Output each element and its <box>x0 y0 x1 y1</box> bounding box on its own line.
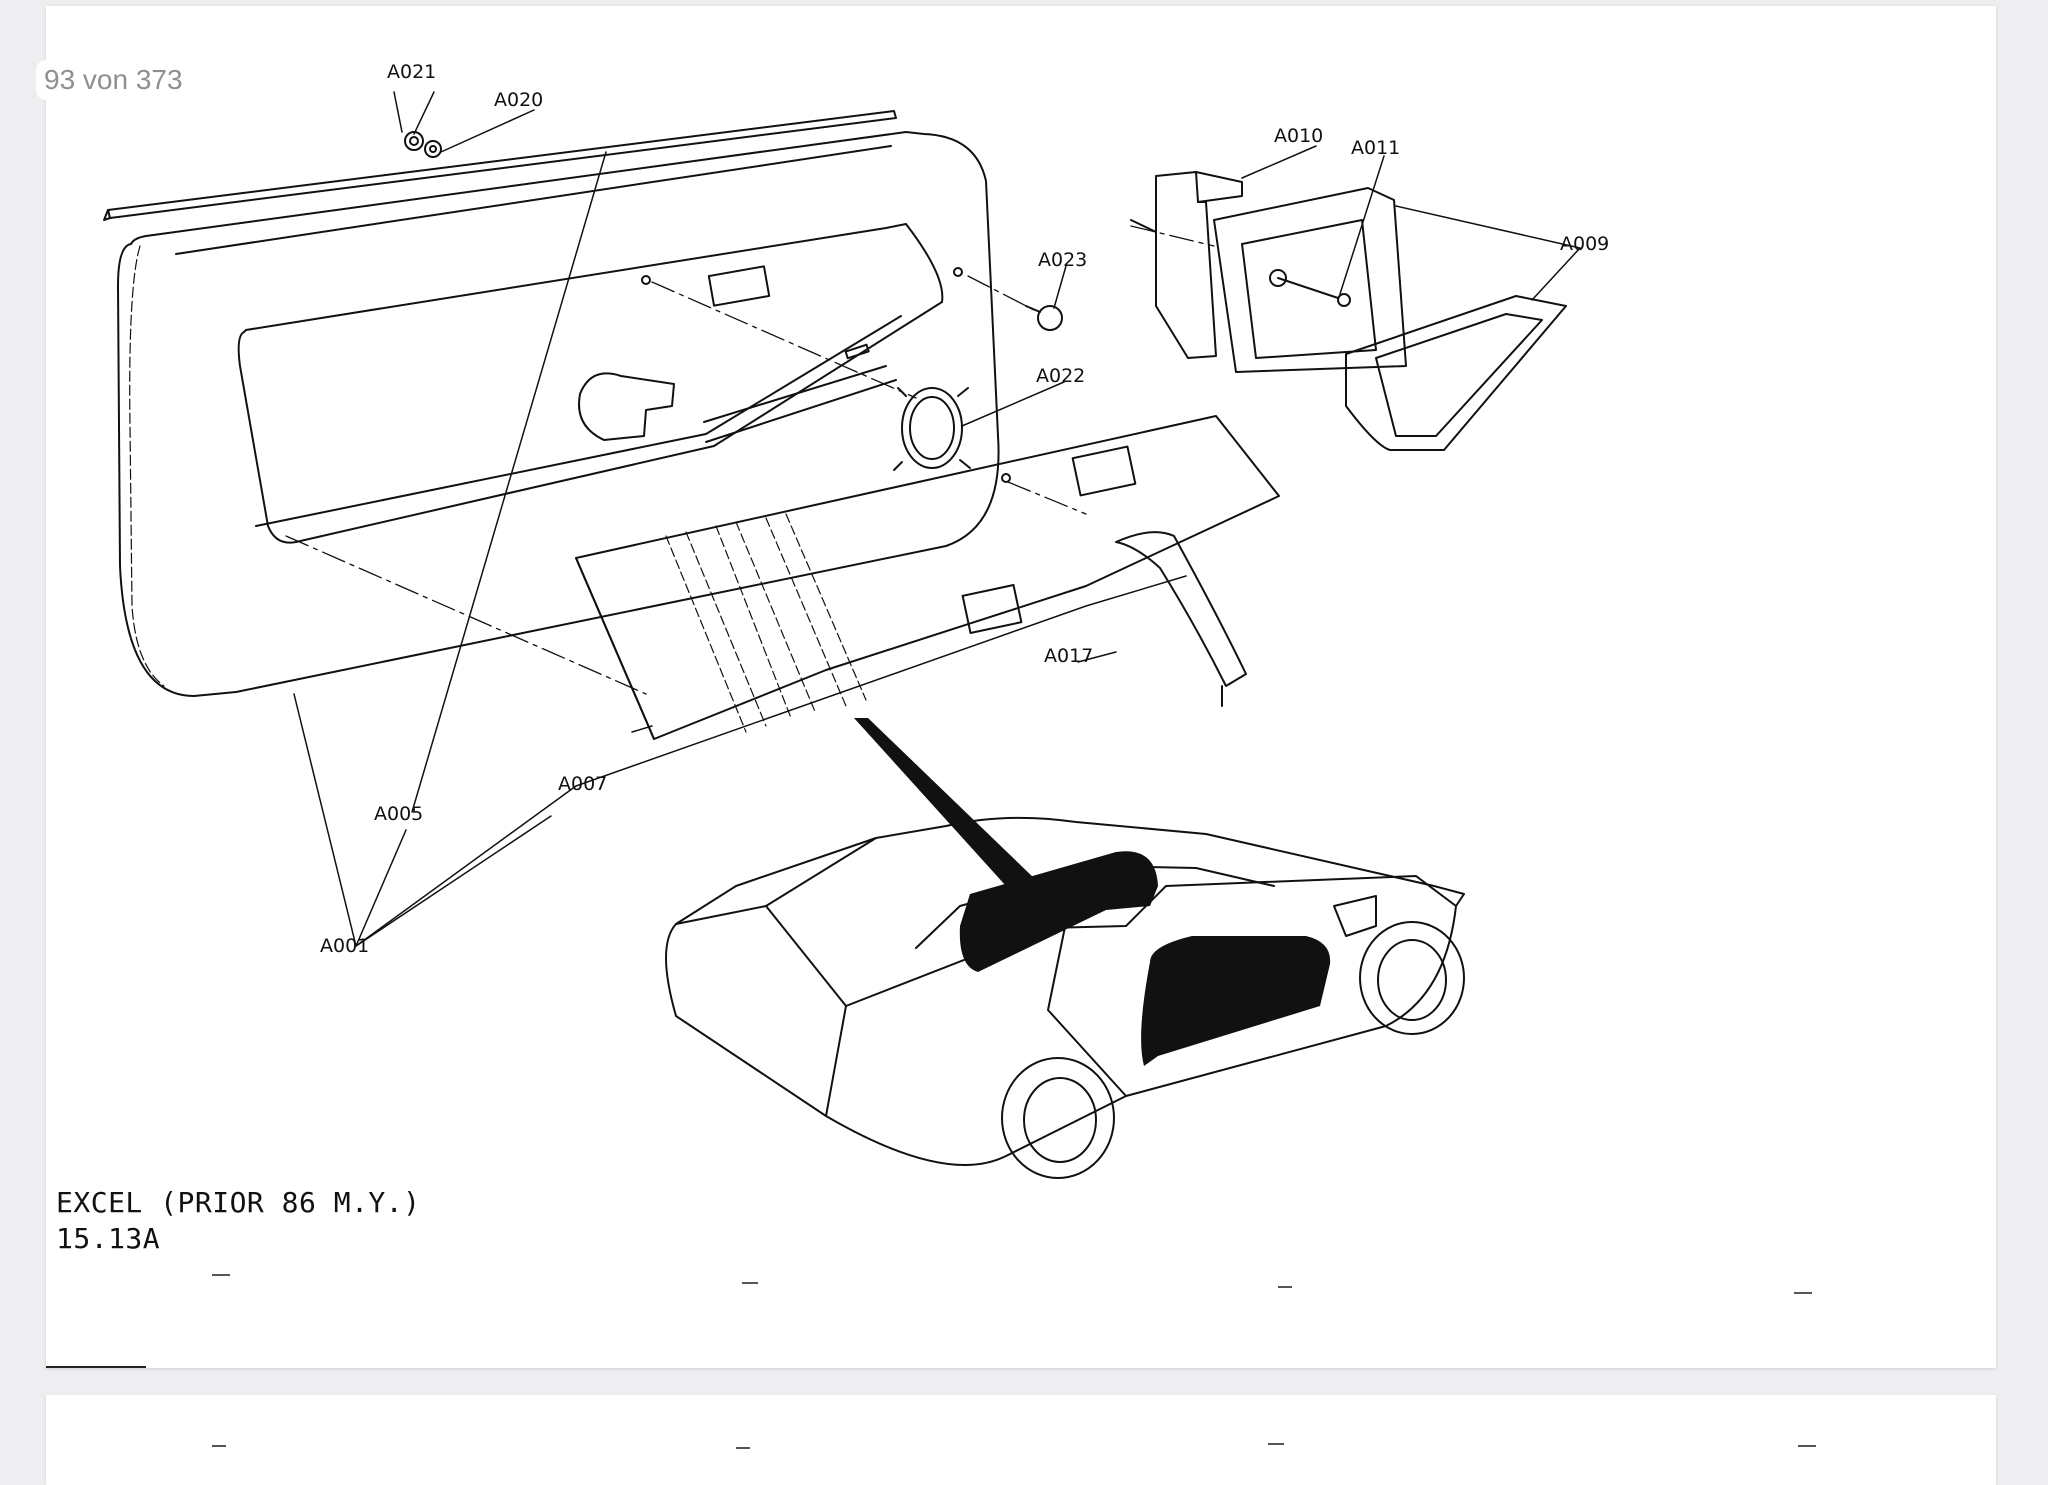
door-pull-strap <box>1115 531 1247 707</box>
callout-a005: A005 <box>374 803 423 825</box>
scan-speck <box>1798 1445 1816 1447</box>
document-page-current[interactable]: A021 A020 A010 A011 A009 A023 A022 A017 … <box>46 6 1996 1368</box>
car-outline <box>665 816 1465 1179</box>
callout-a022: A022 <box>1036 365 1085 387</box>
callout-a021: A021 <box>387 61 436 83</box>
armrest-panel <box>575 415 1280 740</box>
drawing-caption-code: 15.13A <box>56 1222 161 1255</box>
leader-lines <box>293 91 1581 947</box>
scan-speck <box>736 1447 750 1449</box>
knob <box>1025 305 1063 331</box>
callout-a007: A007 <box>558 773 607 795</box>
scan-speck <box>212 1274 230 1276</box>
car-highlights <box>854 718 1331 1066</box>
document-page-next[interactable] <box>46 1395 1996 1485</box>
drawing-caption-title: EXCEL (PRIOR 86 M.Y.) <box>56 1186 421 1219</box>
scan-speck <box>46 1366 146 1368</box>
callout-a010: A010 <box>1274 125 1323 147</box>
fixing-nuts <box>404 131 442 158</box>
callout-a011: A011 <box>1351 137 1400 159</box>
scan-speck <box>1268 1443 1284 1445</box>
callout-a009: A009 <box>1560 233 1609 255</box>
page-indicator: 93 von 373 <box>36 60 191 100</box>
scan-speck <box>1278 1286 1292 1288</box>
scan-speck <box>212 1445 226 1447</box>
scan-speck <box>742 1282 758 1284</box>
assembly-lines <box>285 225 1215 695</box>
scan-speck <box>1794 1292 1812 1294</box>
door-panel <box>117 131 1000 697</box>
callout-a001: A001 <box>320 935 369 957</box>
parts-diagram: A021 A020 A010 A011 A009 A023 A022 A017 … <box>103 61 1609 1179</box>
switch-bracket <box>1130 171 1243 359</box>
callout-a017: A017 <box>1044 645 1093 667</box>
switch-housing <box>1213 187 1407 373</box>
top-trim-strip <box>103 110 897 221</box>
callout-a023: A023 <box>1038 249 1087 271</box>
switch-cover <box>1345 295 1567 451</box>
callout-a020: A020 <box>494 89 543 111</box>
speaker-grille <box>893 387 971 471</box>
